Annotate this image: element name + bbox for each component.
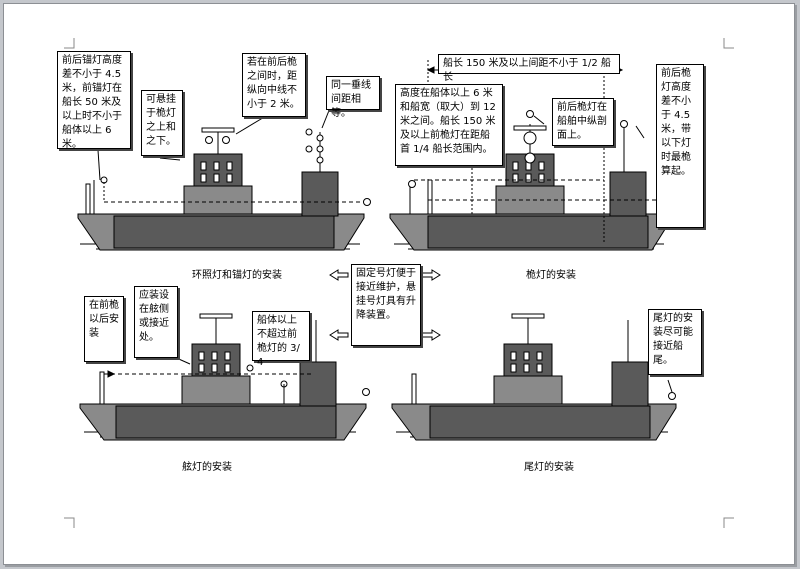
- center-arrows: [329, 269, 441, 341]
- callout-stern-near: 尾灯的安装尽可能接近船尾。: [648, 309, 702, 375]
- callout-mast-height: 高度在船体以上 6 米和船宽（取大）到 12 米之间。船长 150 米及以上前桅…: [395, 84, 503, 166]
- callout-hang-above-below: 可悬挂于桅灯之上和之下。: [141, 90, 183, 156]
- ship-diagram-side-lights: [79, 313, 370, 441]
- callout-anchor-height: 前后锚灯高度差不小于 4.5 米，前锚灯在船长 50 米及以上时不小于船体以上 …: [57, 51, 131, 150]
- caption-stern-light: 尾灯的安装: [524, 462, 574, 473]
- ship-diagram-anchor-lights: [77, 107, 371, 251]
- callout-side-near: 应装设在舷侧或接近处。: [134, 286, 178, 358]
- callout-length-150: 船长 150 米及以上间距不小于 1/2 船长: [438, 54, 620, 83]
- callout-between-masts: 若在前后桅之间时，距纵向中线不小于 2 米。: [242, 53, 306, 117]
- callout-height-diff: 前后桅灯高度差不小于 4.5 米，带以下灯时最桅算起。: [656, 64, 704, 228]
- callout-fixed-lights: 固定号灯便于接近维护，悬挂号灯具有升降装置。: [351, 264, 421, 346]
- crop-marks: [64, 38, 734, 528]
- callout-same-vertical: 同一垂线间距相等。: [326, 76, 380, 119]
- document-page: 环照灯和锚灯的安装: [3, 3, 795, 565]
- caption-anchor-lights: 环照灯和锚灯的安装: [192, 270, 282, 281]
- ship-diagram-masthead-lights: [389, 60, 673, 251]
- caption-side-lights: 舷灯的安装: [182, 462, 232, 473]
- callout-side-height: 船体以上不超过前桅灯的 3/4: [252, 311, 310, 368]
- caption-masthead-lights: 桅灯的安装: [526, 270, 576, 281]
- ship-diagram-stern-light: [391, 313, 677, 441]
- callout-side-behind-foremast: 在前桅以后安装: [84, 296, 124, 362]
- callout-fore-aft-centerline: 前后桅灯在船舶中纵剖面上。: [552, 98, 614, 146]
